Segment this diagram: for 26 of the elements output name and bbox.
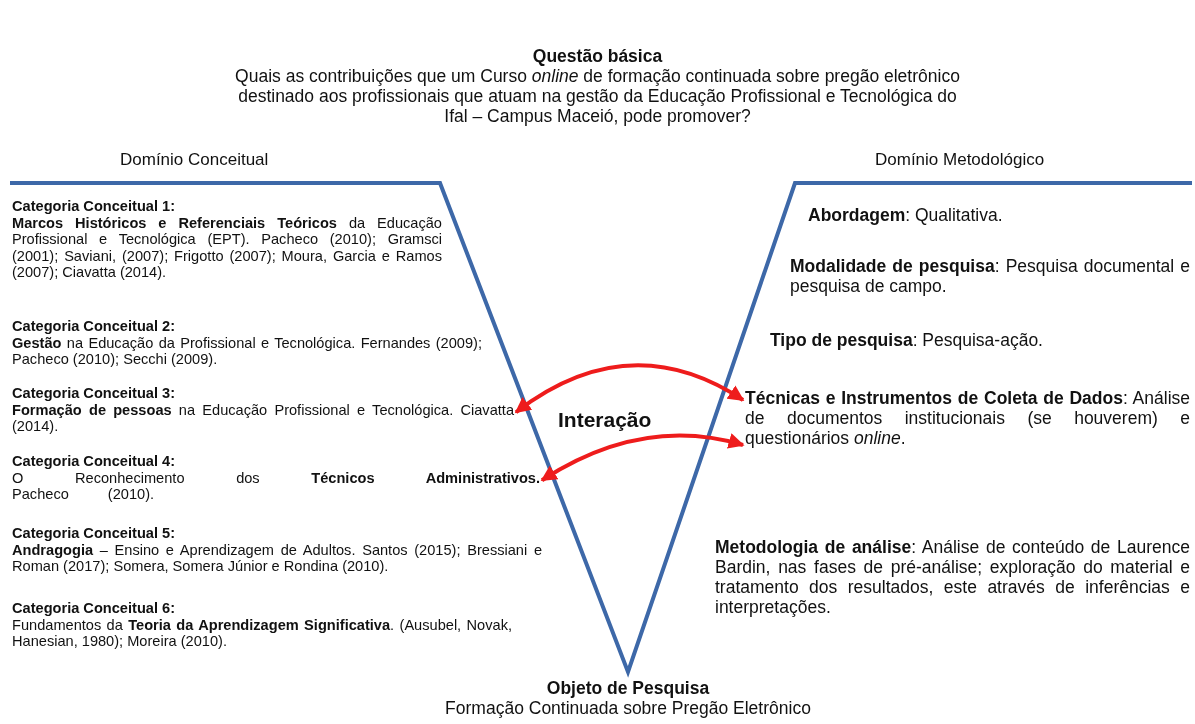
double-arrow (540, 433, 745, 482)
heading: Objeto de Pesquisa (545, 678, 711, 698)
category-text: O Reconhecimento dos Técnicos Administrativos. Pacheco (2010). (12, 469, 540, 503)
method-text: Tipo de pesquisa: Pesquisa-ação. (770, 330, 1044, 350)
category-heading: Categoria Conceitual 6: (12, 600, 176, 617)
category-text: Andragogia – Ensino e Aprendizagem de Adultos. Santos (2015); Bressiani e Roman (2017); Somera, Somera Júnior e Rondina (2010). (12, 541, 542, 575)
category-text: Fundamentos da Teoria da Aprendizagem Significativa. (Ausubel, Novak, Hanesian, 1980); Moreira (2010). (12, 616, 512, 650)
category-heading: Categoria Conceitual 4: (12, 453, 176, 470)
domain-heading: Domínio Conceitual (120, 150, 269, 170)
category-heading: Categoria Conceitual 3: (12, 385, 176, 402)
category-text: Gestão na Educação da Profissional e Tecnológica. Fernandes (2009); Pacheco (2010); Secchi (2009). (12, 334, 482, 368)
domain-heading: Domínio Metodológico (875, 150, 1045, 170)
method-text: Modalidade de pesquisa: Pesquisa documental e pesquisa de campo. (790, 256, 1190, 296)
double-arrow (514, 363, 745, 414)
question-text: Quais as contribuições que um Curso online de formação continuada sobre pregão eletrônico destinado aos profissionais que atuam na gestão da Educação Profissional e Tecnológica do Ifal – Campus Maceió, pode promover? (234, 66, 961, 126)
category-heading: Categoria Conceitual 5: (12, 525, 176, 542)
method-text: Abordagem: Qualitativa. (808, 205, 1004, 225)
object-text: Formação Continuada sobre Pregão Eletrônico (444, 698, 812, 718)
category-text: Formação de pessoas na Educação Profissional e Tecnológica. Ciavatta (2014). (12, 401, 514, 435)
category-heading: Categoria Conceitual 1: (12, 198, 176, 215)
method-text: Metodologia de análise: Análise de conteúdo de Laurence Bardin, nas fases de pré-análise; exploração do material e tratamento dos resultados, este através de inferências e interpretações. (715, 537, 1190, 617)
heading: Questão básica (531, 46, 664, 66)
method-text: Técnicas e Instrumentos de Coleta de Dados: Análise de documentos institucionais (se houverem) e questionários online. (745, 388, 1190, 448)
category-heading: Categoria Conceitual 2: (12, 318, 176, 335)
category-text: Marcos Históricos e Referenciais Teóricos da Educação Profissional e Tecnológica (EPT). Pacheco (2010); Gramsci (2001); Saviani, (2007); Frigotto (2007); Moura, Garcia e Ramos (2007); Ciavatta (2014). (12, 214, 442, 281)
interaction-label: Interação (558, 408, 652, 432)
